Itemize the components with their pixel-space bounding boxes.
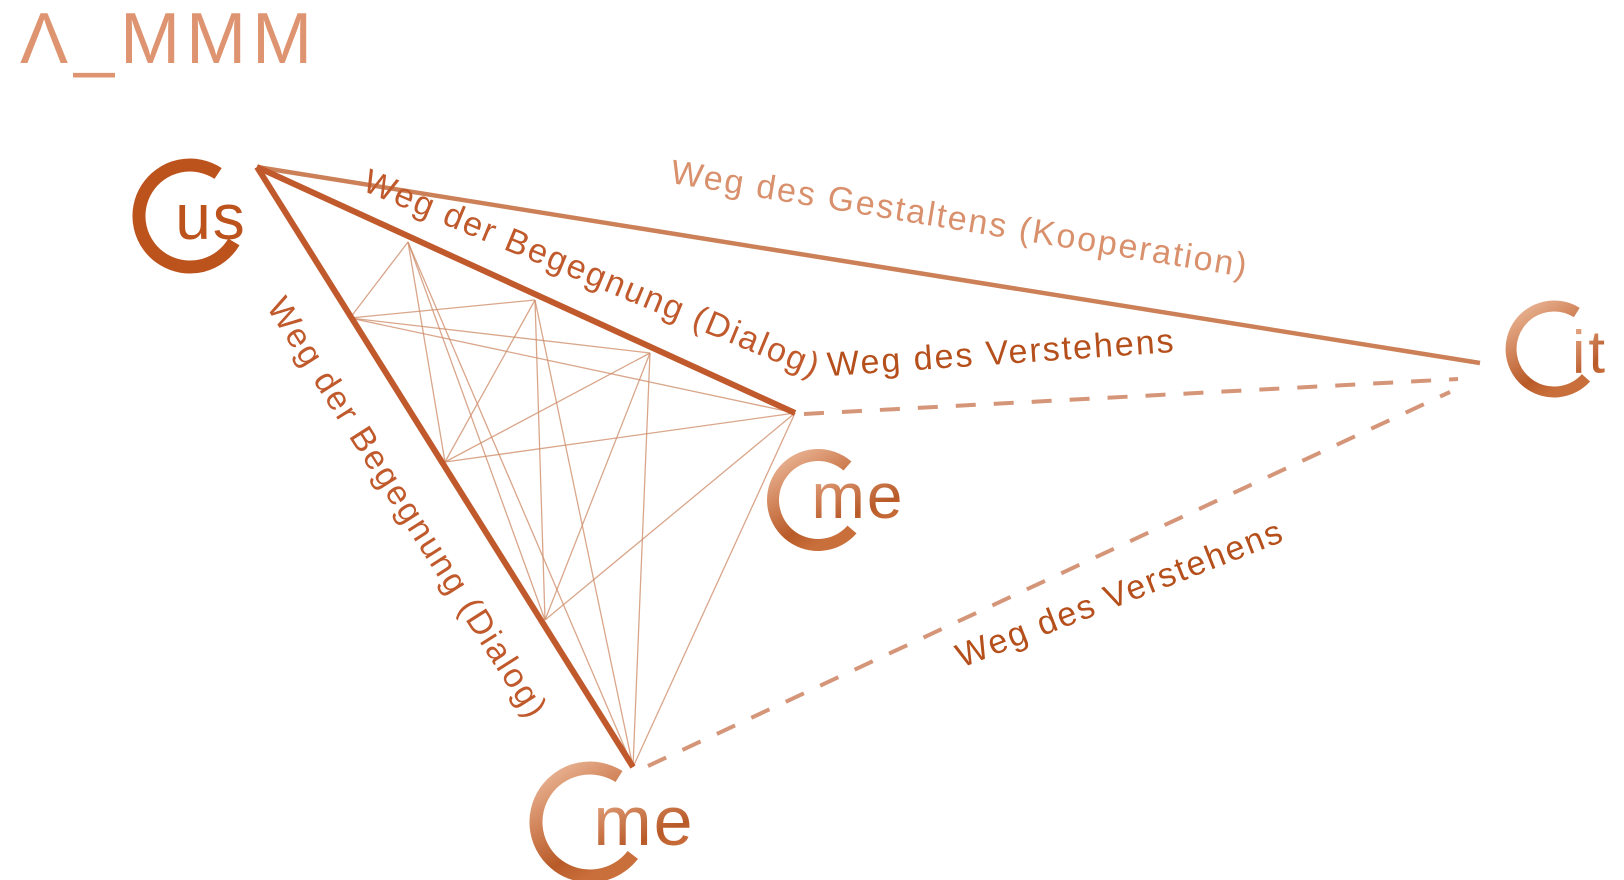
mesh-line: [407, 241, 546, 621]
mesh-line: [444, 352, 651, 463]
node-label-me-bottom: me: [593, 782, 694, 860]
edge-begegnung-dialog-1: [255, 164, 797, 416]
mesh-line: [407, 241, 446, 463]
node-label-me-center: me: [812, 460, 905, 532]
mesh-line: [534, 299, 634, 768]
mesh-line: [444, 412, 796, 463]
node-ring-me-center: [767, 449, 857, 551]
node-ring-it: [1505, 300, 1591, 398]
edge-gestaltens-kooperation: [256, 164, 1481, 366]
edge-verstehens-2: [647, 390, 1451, 768]
node-label-it: it: [1572, 319, 1608, 386]
mesh-line: [544, 412, 796, 621]
edge-label-verstehens-2: Weg des Verstehens: [951, 512, 1290, 675]
app-logo: Λ_MMM: [20, 0, 319, 79]
mesh-line: [534, 299, 546, 621]
node-label-us: us: [175, 181, 247, 253]
edge-label-verstehens-1: Weg des Verstehens: [826, 322, 1177, 384]
node-ring-us: [132, 158, 240, 274]
mesh-line: [349, 299, 536, 319]
edge-label-gestaltens-kooperation: Weg des Gestaltens (Kooperation): [668, 153, 1251, 285]
mesh-line: [349, 317, 796, 414]
mesh-line: [349, 317, 651, 354]
node-ring-me-bottom: [529, 761, 638, 880]
mesh-line: [349, 241, 409, 319]
mesh-line: [632, 352, 651, 768]
edge-verstehens-1: [803, 377, 1459, 416]
mesh-line: [444, 299, 536, 463]
edge-begegnung-dialog-2: [254, 165, 636, 769]
mesh-line: [544, 352, 651, 621]
edge-label-begegnung-dialog-2: Weg der Begegnung (Dialog): [259, 291, 555, 726]
mesh-line: [632, 412, 796, 768]
